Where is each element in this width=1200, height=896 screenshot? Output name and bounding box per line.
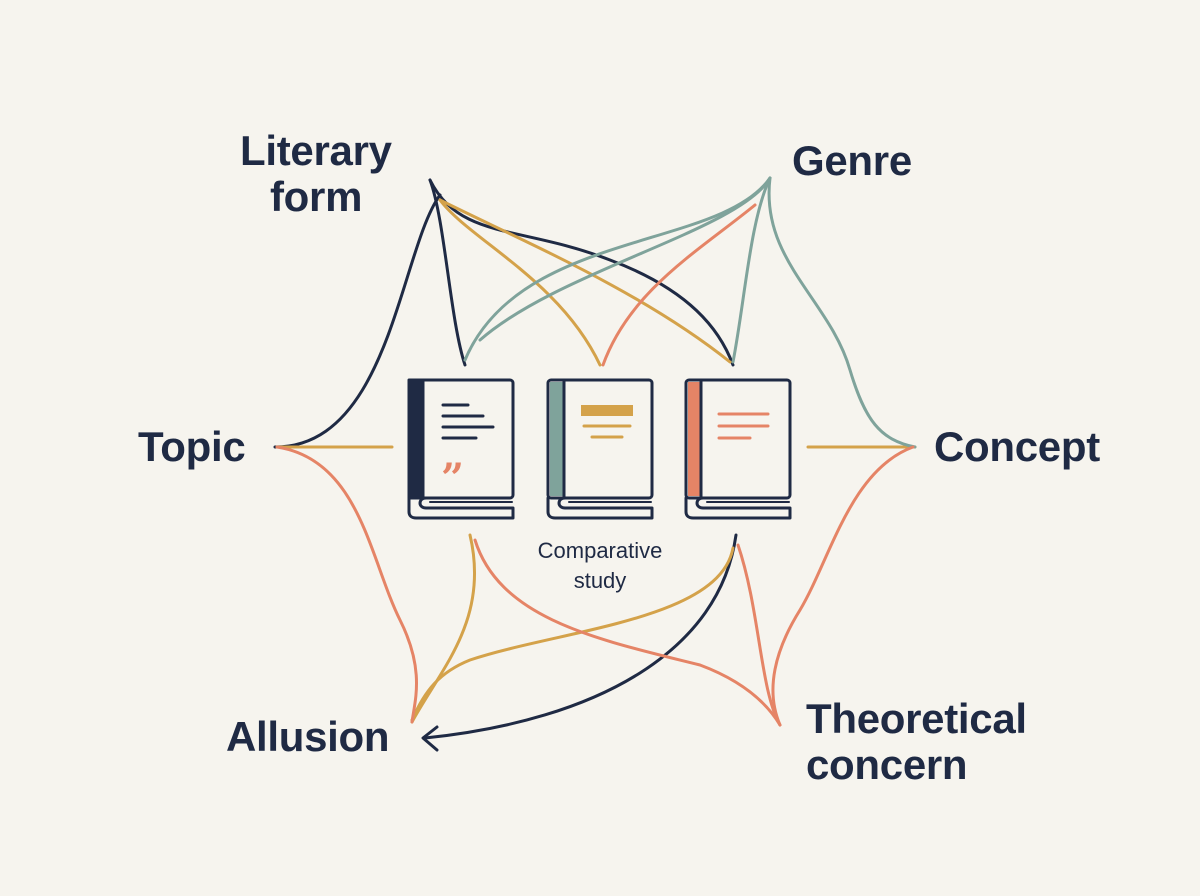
- link-book1-theoretical: [473, 538, 782, 727]
- node-literary-form-line2: form: [270, 173, 363, 220]
- node-literary-form-line1: Literary: [240, 127, 392, 174]
- link-book3-allusion: [423, 533, 738, 740]
- link-topic-allusion: [275, 445, 418, 724]
- link-book1-allusion: [410, 533, 476, 724]
- book-quote-icon: [407, 378, 515, 520]
- link-genre-concept: [767, 176, 917, 449]
- node-topic-line1: Topic: [138, 423, 246, 470]
- link-literary-form-book3: [428, 178, 735, 367]
- node-theoretical-concern-line1: Theoretical: [806, 695, 1027, 742]
- node-theoretical-concern-line2: concern: [806, 741, 968, 788]
- link-literary-form-book1: [428, 178, 467, 367]
- book-coral-icon: [684, 378, 792, 520]
- link-genre-book1-b: [478, 176, 772, 342]
- node-genre: Genre: [792, 138, 912, 184]
- node-concept-line1: Concept: [934, 423, 1100, 470]
- node-allusion-line1: Allusion: [226, 713, 390, 760]
- link-topic-literary-form: [273, 193, 442, 449]
- link-concept-theoretical: [771, 445, 915, 727]
- node-topic: Topic: [138, 423, 246, 470]
- link-book3-allusion-gold: [410, 546, 735, 722]
- node-theoretical-concern: Theoretical concern: [806, 696, 1027, 788]
- center-label-line2: study: [573, 568, 627, 593]
- link-book3-theoretical: [736, 543, 782, 727]
- quote-icon: ”: [441, 455, 464, 502]
- book-teal-icon: [546, 378, 654, 520]
- node-genre-line1: Genre: [792, 137, 912, 184]
- link-genre-book3: [731, 176, 772, 364]
- link-genre-book2: [601, 203, 757, 367]
- node-allusion: Allusion: [226, 713, 390, 760]
- link-literary-form-book3-gold: [438, 198, 732, 364]
- arrow-head-icon: [421, 725, 439, 752]
- node-literary-form: Literary form: [240, 128, 392, 220]
- link-literary-form-book2: [438, 198, 602, 367]
- center-label-line1: Comparative: [537, 538, 663, 563]
- center-label: Comparative study: [470, 536, 730, 596]
- node-concept: Concept: [934, 424, 1100, 470]
